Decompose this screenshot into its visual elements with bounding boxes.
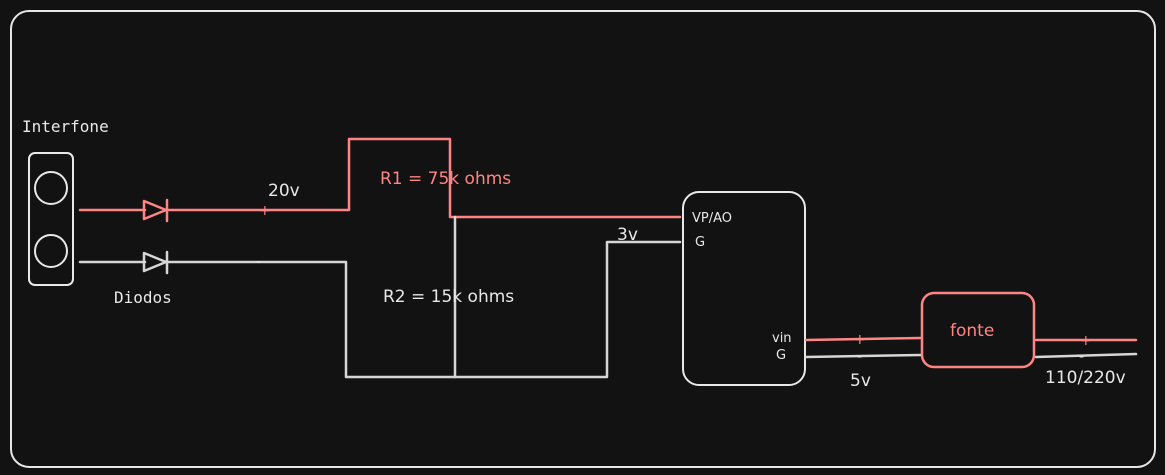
interfone-port-top	[34, 171, 68, 205]
negative-wire-ground	[165, 240, 682, 379]
diodes-label: Diodos	[114, 288, 172, 307]
mains-negative-wire	[1034, 352, 1138, 359]
positive-wire-r1	[165, 137, 682, 219]
voltage-mains-label: 110/220v	[1045, 368, 1126, 388]
voltage-5v-label: 5v	[850, 371, 871, 391]
minus-sign-5v: -	[857, 349, 862, 365]
power-supply-box	[920, 291, 1036, 369]
r1-label: R1 = 75k ohms	[380, 169, 511, 189]
mcu-pin-g-top: G	[695, 235, 705, 250]
diode-positive	[142, 198, 169, 223]
diagram-frame	[10, 10, 1156, 468]
ground-wire-5v	[804, 353, 923, 359]
minus-sign-mains: -	[1079, 349, 1084, 365]
voltage-in-label: 20v	[268, 181, 300, 201]
plus-sign-5v: +	[854, 332, 866, 348]
interfone-label: Interfone	[22, 117, 109, 136]
voltage-divided-label: 3v	[617, 225, 638, 245]
mcu-pin-vin: vin	[772, 331, 792, 346]
microcontroller-board	[682, 191, 806, 386]
mcu-pin-g-bottom: G	[776, 348, 786, 363]
plus-sign-20v: +	[259, 203, 271, 219]
vin-wire	[804, 336, 923, 342]
minus-sign-20v: -	[256, 254, 261, 270]
power-supply-label: fonte	[950, 321, 994, 341]
interfone-device	[28, 152, 74, 286]
interfone-port-bottom	[34, 234, 68, 268]
mcu-pin-vp: VP/AO	[692, 211, 732, 226]
plus-sign-mains: +	[1080, 333, 1092, 349]
diode-negative	[142, 250, 169, 275]
r2-label: R2 = 15k ohms	[383, 287, 514, 307]
